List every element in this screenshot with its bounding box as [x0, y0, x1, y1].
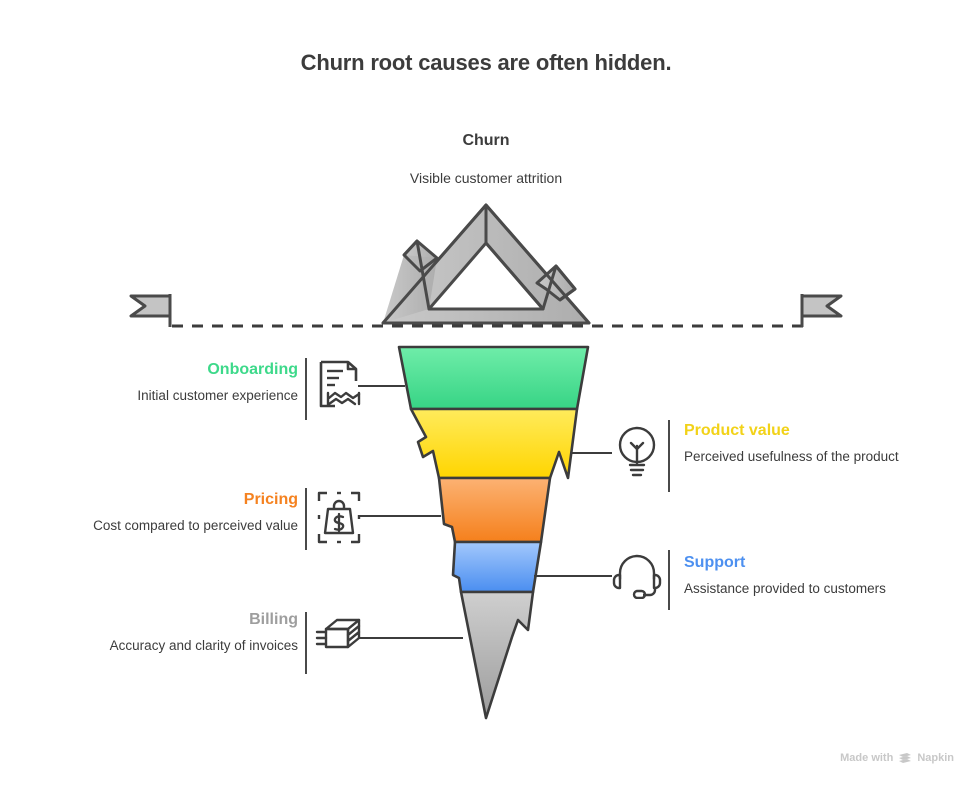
invoice-stack-icon: [313, 615, 365, 664]
napkin-logo-icon: [899, 753, 912, 763]
funnel-band-pricing[interactable]: [437, 476, 552, 544]
layer-title-onboarding: Onboarding: [207, 361, 298, 378]
layer-description-billing: Accuracy and clarity of invoices: [109, 638, 298, 653]
visible-layer-label: Churn: [462, 132, 510, 149]
layer-label-product-value[interactable]: Product value Perceived usefulness of th…: [684, 421, 916, 467]
visible-layer-description: Visible customer attrition: [409, 170, 563, 186]
funnel-band-support[interactable]: [451, 540, 543, 594]
watermark-brand: Napkin: [917, 752, 954, 764]
funnel-band-billing[interactable]: [459, 590, 535, 720]
flag-left-icon: [129, 294, 172, 327]
watermark-made-with: Made with: [840, 752, 894, 764]
divider-support: [668, 550, 670, 610]
layer-description-support: Assistance provided to customers: [684, 581, 886, 596]
flag-right-icon: [800, 294, 843, 327]
layer-label-pricing[interactable]: Pricing Cost compared to perceived value: [20, 490, 298, 536]
document-handshake-icon: [315, 358, 363, 421]
layer-label-billing[interactable]: Billing Accuracy and clarity of invoices: [40, 610, 298, 656]
price-tag-dollar-icon: [313, 490, 365, 551]
lightbulb-icon: [614, 424, 660, 487]
funnel-band-onboarding[interactable]: [397, 345, 590, 411]
funnel-band-product-value[interactable]: [409, 407, 579, 480]
layer-title-product-value: Product value: [684, 422, 790, 439]
headset-icon: [612, 551, 662, 604]
mountain-peak-icon: [381, 203, 591, 325]
layer-description-pricing: Cost compared to perceived value: [93, 518, 298, 533]
divider-pricing: [305, 488, 307, 550]
divider-onboarding: [305, 358, 307, 420]
layer-description-product-value: Perceived usefulness of the product: [684, 449, 899, 464]
divider-billing: [305, 612, 307, 674]
layer-title-support: Support: [684, 554, 746, 571]
layer-title-billing: Billing: [249, 611, 298, 628]
watermark: Made with Napkin: [840, 752, 954, 764]
layer-label-onboarding[interactable]: Onboarding Initial customer experience: [60, 360, 298, 406]
layer-label-support[interactable]: Support Assistance provided to customers: [684, 553, 934, 599]
page-title: Churn root causes are often hidden.: [300, 50, 672, 75]
layer-description-onboarding: Initial customer experience: [137, 388, 298, 403]
divider-product-value: [668, 420, 670, 492]
layer-title-pricing: Pricing: [243, 491, 298, 508]
